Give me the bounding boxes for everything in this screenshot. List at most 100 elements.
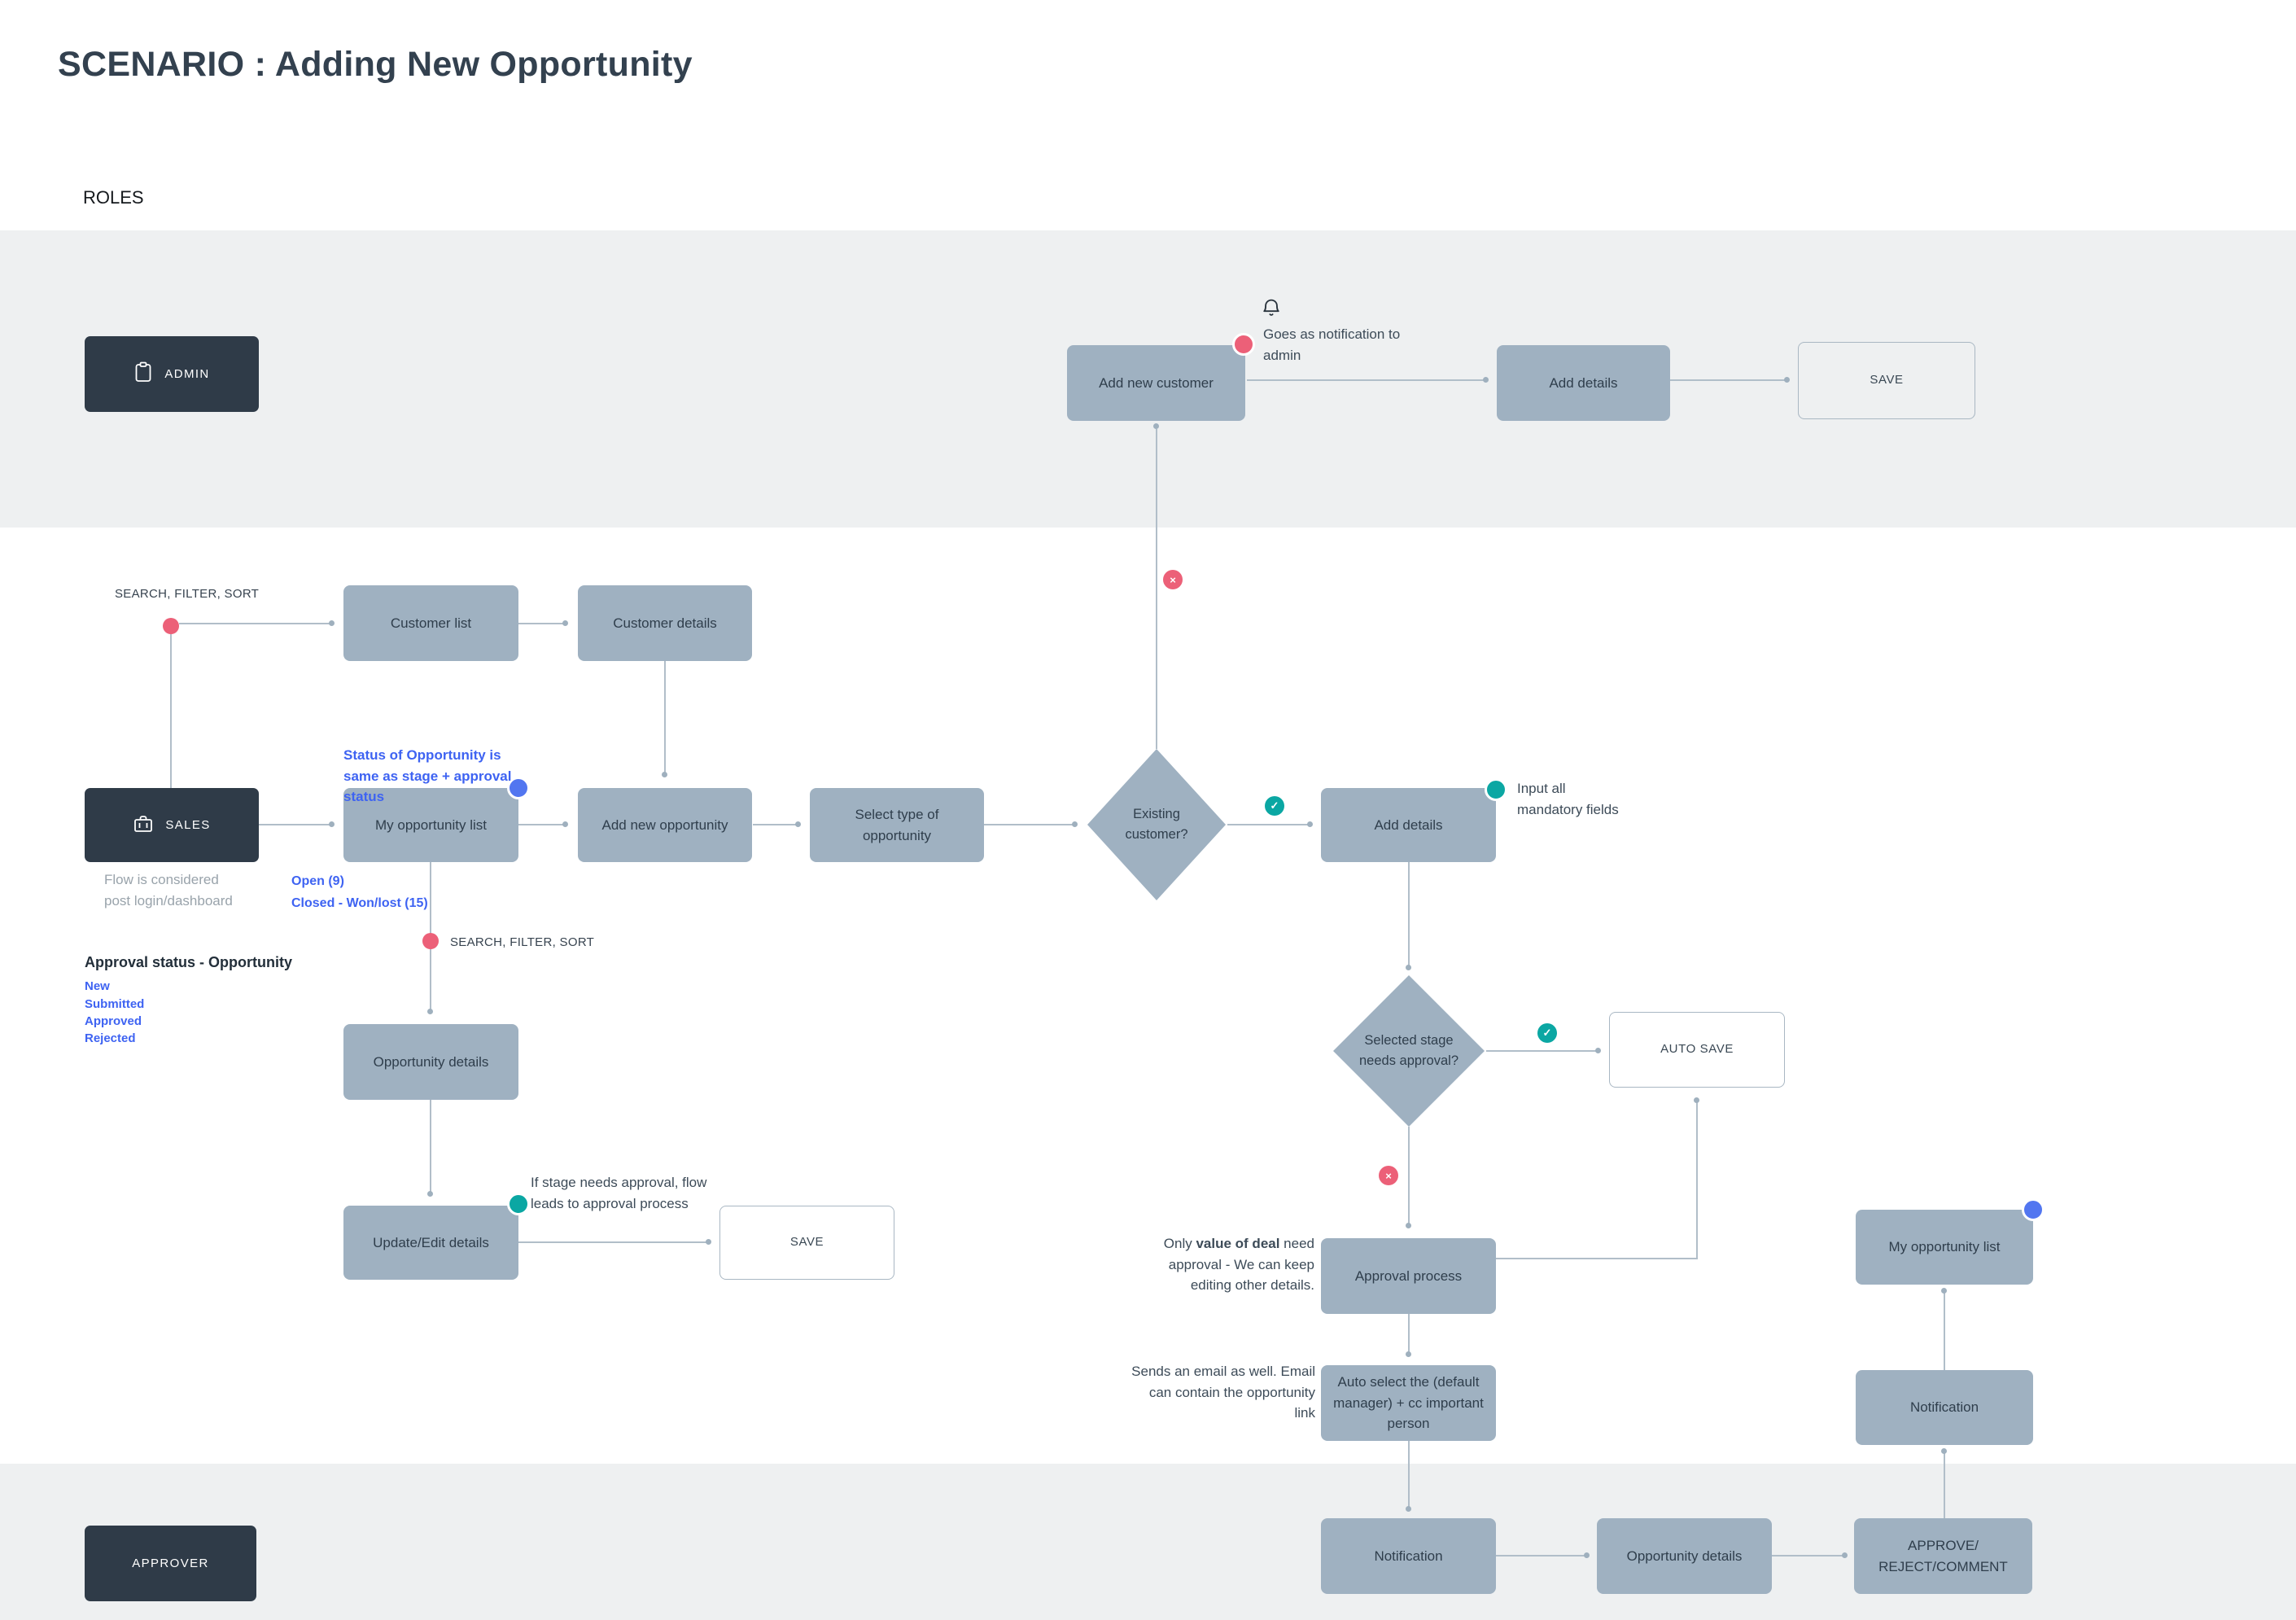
- connector-arrow-dot: [1153, 423, 1159, 429]
- role-card-approver: APPROVER: [85, 1526, 256, 1601]
- connector-line: [1496, 1555, 1589, 1557]
- role-label-admin: ADMIN: [164, 367, 210, 381]
- node-approval-process: Approval process: [1321, 1238, 1496, 1314]
- note-only-value-of-deal: Only value of deal need approval - We ca…: [1152, 1233, 1314, 1296]
- connector-arrow-dot: [562, 821, 568, 827]
- decision-label: Existing customer?: [1125, 807, 1188, 842]
- check-icon: ✓: [1265, 796, 1284, 816]
- connector-arrow-dot: [1406, 965, 1411, 970]
- connector-line: [170, 634, 172, 788]
- connector-arrow-dot: [329, 620, 335, 626]
- node-my-opportunity-list: My opportunity list: [343, 788, 518, 862]
- roles-heading: ROLES: [83, 187, 144, 208]
- connector-line: [1247, 379, 1488, 381]
- check-icon: ✓: [1537, 1023, 1557, 1043]
- connector-arrow-dot: [1584, 1552, 1590, 1558]
- teal-marker-dot: [507, 1193, 530, 1215]
- approval-status-submitted: Submitted: [85, 997, 145, 1011]
- node-update-edit-details: Update/Edit details: [343, 1206, 518, 1280]
- connector-line: [753, 824, 800, 825]
- check-glyph: ✓: [1542, 1027, 1552, 1039]
- connector-line: [1496, 1258, 1698, 1259]
- connector-arrow-dot: [1483, 377, 1489, 383]
- connector-arrow-dot: [1694, 1097, 1699, 1103]
- blue-marker-dot: [2022, 1198, 2045, 1221]
- note-search-filter-sort: SEARCH, FILTER, SORT: [115, 587, 260, 601]
- note-status-of-opportunity: Status of Opportunity is same as stage +…: [343, 747, 512, 804]
- node-notification-right: Notification: [1856, 1370, 2033, 1445]
- connector-line: [1408, 1127, 1410, 1228]
- connector-line: [1670, 379, 1789, 381]
- node-my-opportunity-list-right: My opportunity list: [1856, 1210, 2033, 1285]
- note-closed-count: Closed - Won/lost (15): [291, 896, 428, 910]
- approval-status-new: New: [85, 979, 110, 993]
- connector-line: [1486, 1050, 1600, 1052]
- node-save-sales: SAVE: [719, 1206, 894, 1280]
- connector-line: [1408, 1314, 1410, 1356]
- note-sends-email: Sends an email as well. Email can contai…: [1131, 1364, 1315, 1421]
- teal-marker-dot: [1485, 778, 1507, 801]
- connector-line: [518, 1241, 711, 1243]
- connector-line: [1944, 1451, 1945, 1518]
- connector-line: [984, 824, 1077, 825]
- node-opportunity-details: Opportunity details: [343, 1024, 518, 1100]
- connector-arrow-dot: [1307, 821, 1313, 827]
- note-open-count: Open (9): [291, 874, 344, 888]
- connector-line: [179, 623, 334, 624]
- connector-line: [1408, 862, 1410, 970]
- connector-line: [1227, 824, 1312, 825]
- connector-line: [518, 623, 567, 624]
- connector-line: [1772, 1555, 1847, 1557]
- connector-arrow-dot: [1842, 1552, 1848, 1558]
- connector-arrow-dot: [1406, 1223, 1411, 1228]
- approval-status-heading: Approval status - Opportunity: [85, 954, 293, 970]
- connector-arrow-dot: [795, 821, 801, 827]
- connector-arrow-dot: [1072, 821, 1078, 827]
- node-add-new-customer: Add new customer: [1067, 345, 1245, 421]
- connector-line: [1156, 429, 1157, 749]
- x-glyph: ×: [1170, 573, 1176, 586]
- role-label-approver: APPROVER: [132, 1557, 209, 1570]
- connector-arrow-dot: [1784, 377, 1790, 383]
- decision-existing-customer: Existing customer?: [1087, 749, 1226, 900]
- note-text: Only: [1163, 1236, 1196, 1251]
- note-text: need approval - We can keep editing othe…: [1168, 1236, 1314, 1293]
- connector-arrow-dot: [1406, 1506, 1411, 1512]
- role-card-admin: ADMIN: [85, 336, 259, 412]
- note-goes-as-notification: Goes as notification to admin: [1263, 326, 1401, 363]
- connector-arrow-dot: [662, 772, 667, 777]
- connector-arrow-dot: [562, 620, 568, 626]
- node-auto-select-manager: Auto select the (default manager) + cc i…: [1321, 1365, 1496, 1441]
- connector-line: [430, 1100, 431, 1196]
- note-search-filter-sort-2: SEARCH, FILTER, SORT: [450, 935, 595, 949]
- decision-label: Selected stage needs approval?: [1358, 1033, 1459, 1068]
- x-glyph: ×: [1385, 1169, 1392, 1182]
- node-approve-reject-comment: APPROVE/ REJECT/COMMENT: [1854, 1518, 2032, 1594]
- connector-line: [1696, 1101, 1698, 1259]
- connector-line: [259, 824, 334, 825]
- role-label-sales: SALES: [165, 818, 211, 832]
- node-customer-details: Customer details: [578, 585, 752, 661]
- blue-marker-dot: [507, 777, 530, 799]
- node-add-details-sales: Add details: [1321, 788, 1496, 862]
- connector-arrow-dot: [1941, 1448, 1947, 1454]
- node-customer-list: Customer list: [343, 585, 518, 661]
- approval-status-rejected: Rejected: [85, 1031, 136, 1045]
- connector-arrow-dot: [1595, 1048, 1601, 1053]
- node-notification-approver: Notification: [1321, 1518, 1496, 1594]
- connector-line: [1408, 1441, 1410, 1511]
- connector-arrow-dot: [706, 1239, 711, 1245]
- connector-arrow-dot: [329, 821, 335, 827]
- node-add-details-admin: Add details: [1497, 345, 1670, 421]
- clipboard-icon: [133, 361, 153, 387]
- pink-marker-dot: [163, 618, 179, 634]
- role-card-sales: SALES: [85, 788, 259, 862]
- node-auto-save: AUTO SAVE: [1609, 1012, 1785, 1088]
- decision-selected-stage-needs-approval: Selected stage needs approval?: [1333, 975, 1485, 1127]
- check-glyph: ✓: [1270, 799, 1279, 812]
- page-title: SCENARIO : Adding New Opportunity: [58, 45, 693, 84]
- note-text-bold: value of deal: [1196, 1236, 1280, 1251]
- connector-line: [1944, 1291, 1945, 1370]
- x-icon: ×: [1163, 570, 1183, 589]
